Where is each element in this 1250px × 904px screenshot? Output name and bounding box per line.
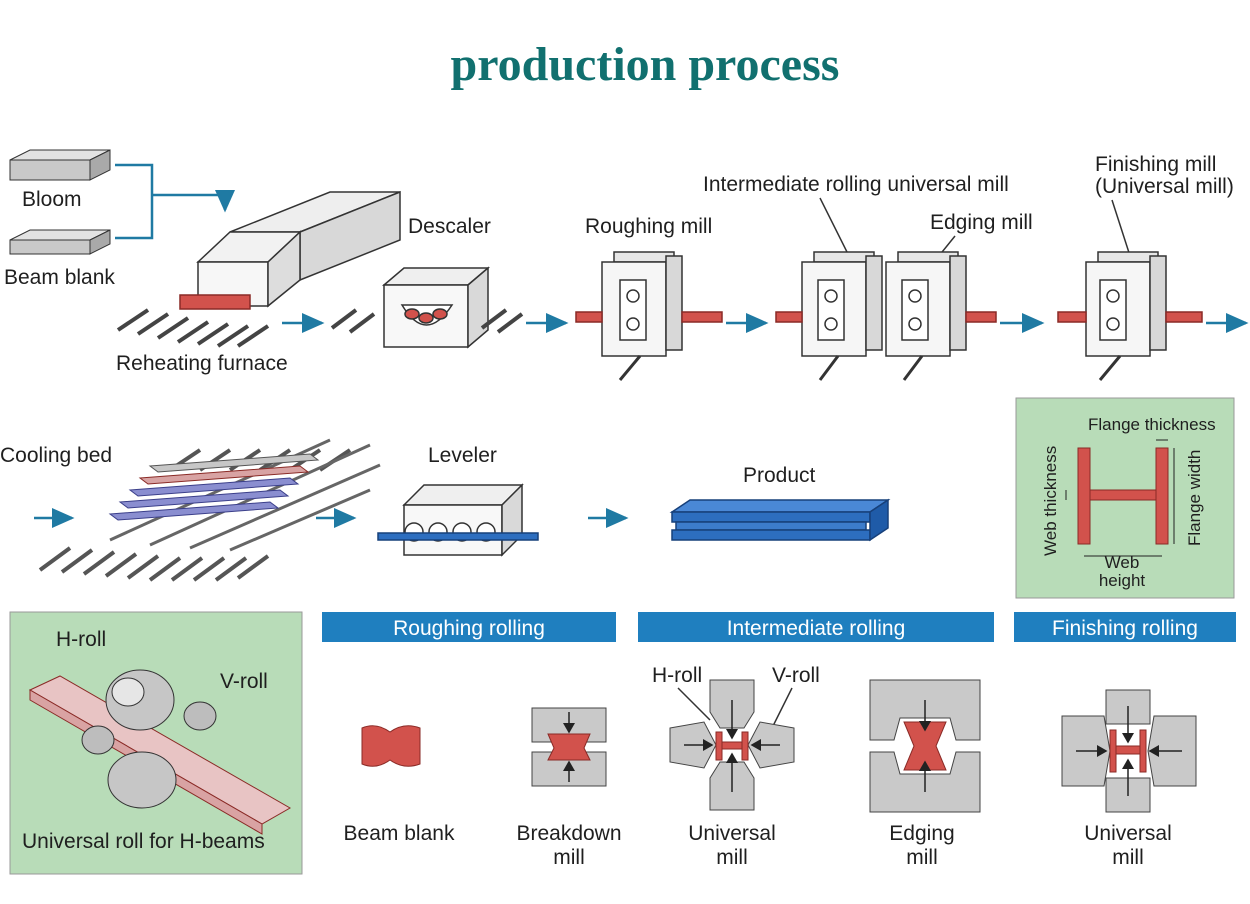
finishing-mill-label: Finishing mill — [1095, 153, 1216, 176]
web-height-label-2: height — [1099, 571, 1146, 590]
descaler-unit — [381, 266, 491, 349]
stage-bar-finishing — [1014, 612, 1236, 642]
bloom-label: Bloom — [22, 188, 82, 211]
pass-edging-label-2: mill — [906, 846, 938, 869]
breakdown-mill-pass — [531, 707, 607, 787]
bloom-stock — [9, 149, 111, 181]
cooling-bed-label: Cooling bed — [0, 444, 112, 467]
descaler-rollers — [330, 308, 524, 334]
v-roll-label: V-roll — [220, 670, 268, 693]
web-thickness-label: Web thickness — [1041, 446, 1060, 556]
flange-thickness-label: Flange thickness — [1088, 415, 1216, 434]
h-roll-label: H-roll — [56, 628, 106, 651]
leader-line — [677, 687, 711, 721]
stage-label-roughing: Roughing rolling — [393, 617, 545, 640]
stage-bar-intermediate — [638, 612, 994, 642]
reheating-furnace — [179, 190, 401, 310]
pass-beam-blank-label: Beam blank — [344, 822, 455, 845]
cooling-bed — [38, 438, 381, 582]
pass-breakdown-label: Breakdown — [516, 822, 621, 845]
roughing-mill-unit — [575, 251, 723, 381]
intermediate-mill-label: Intermediate rolling universal mill — [703, 173, 1009, 196]
pass-finishing-universal-label-2: mill — [1112, 846, 1144, 869]
universal-mill-pass — [669, 679, 795, 811]
pass-edging-label: Edging — [889, 822, 954, 845]
roughing-mill-label: Roughing mill — [585, 215, 712, 238]
leveler-label: Leveler — [428, 444, 497, 467]
finishing-mill-unit — [1057, 251, 1203, 381]
stage-label-intermediate: Intermediate rolling — [727, 617, 906, 640]
edging-mill-label: Edging mill — [930, 211, 1033, 234]
product-beam — [669, 498, 891, 542]
web-height-label: Web — [1105, 553, 1140, 572]
leveler-unit — [377, 483, 539, 557]
edging-mill-pass — [869, 679, 981, 813]
page-title: production process — [451, 38, 840, 91]
pass-v-roll-label: V-roll — [772, 664, 820, 687]
beam-blank-label: Beam blank — [4, 266, 115, 289]
edging-mill-unit — [885, 251, 997, 381]
stage-label-finishing: Finishing rolling — [1052, 617, 1198, 640]
flange-width-label: Flange width — [1185, 450, 1204, 546]
pass-h-roll-label: H-roll — [652, 664, 702, 687]
universal-roll-panel — [9, 611, 303, 875]
furnace-rollers — [116, 308, 270, 348]
pass-finishing-universal-label: Universal — [1084, 822, 1172, 845]
leader-line — [771, 687, 793, 729]
section-panel — [1015, 397, 1235, 599]
finishing-universal-pass — [1061, 689, 1197, 813]
beam-blank-stock — [9, 229, 111, 255]
pass-breakdown-label-2: mill — [553, 846, 585, 869]
finishing-mill-sublabel: (Universal mill) — [1095, 175, 1234, 198]
pass-universal-label: Universal — [688, 822, 776, 845]
feed-connector — [115, 163, 235, 240]
intermediate-mill-unit — [775, 251, 883, 381]
stage-bar-roughing — [322, 612, 616, 642]
universal-roll-caption: Universal roll for H-beams — [22, 830, 265, 853]
beam-blank-section — [361, 725, 421, 767]
pass-universal-label-2: mill — [716, 846, 748, 869]
reheating-furnace-label: Reheating furnace — [116, 352, 288, 375]
descaler-label: Descaler — [408, 215, 491, 238]
product-label: Product — [743, 464, 816, 487]
